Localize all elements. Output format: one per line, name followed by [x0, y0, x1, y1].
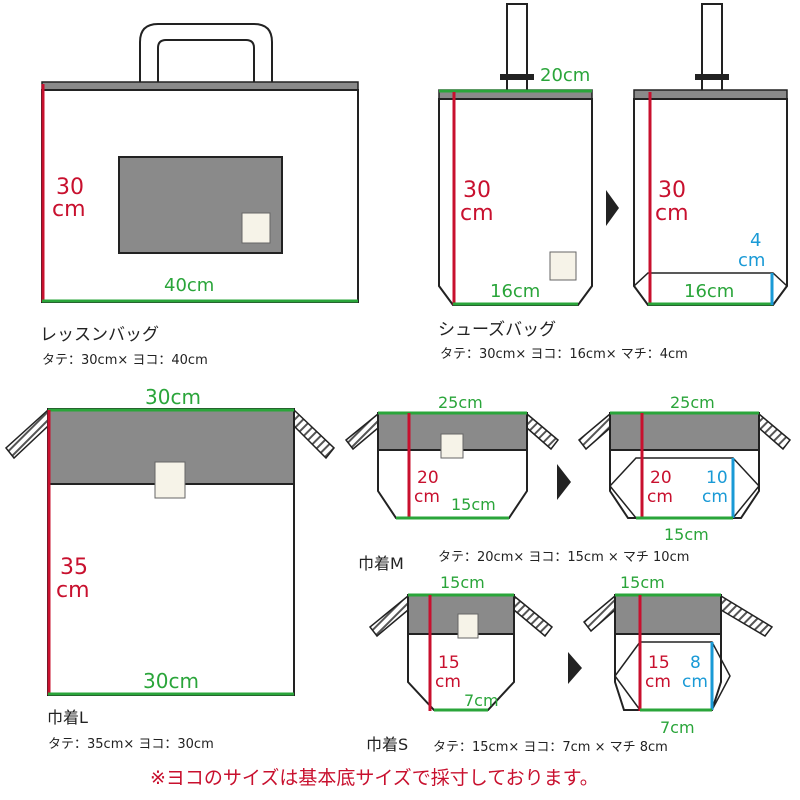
lesson-bag-spec: タテ：30cm× ヨコ：40cm — [42, 353, 208, 368]
kinchaku-s-height-unit: cm — [435, 672, 461, 692]
kinchaku-l-label-tag — [154, 461, 186, 499]
kinchaku-s-b-right-string — [720, 594, 774, 637]
arrow-right-icon — [606, 190, 619, 226]
kinchaku-m-height-unit: cm — [414, 487, 440, 507]
lesson-bag-height-number: 30 — [56, 175, 84, 200]
kinchaku-m-b-top-band — [609, 412, 760, 451]
shoes-bag-b-height-number: 30 — [658, 178, 686, 203]
shoes-bag-b-buckle — [695, 74, 729, 80]
kinchaku-m-diagram: 25cm 20 cm 15cm 25cm 20 cm 10 cm 15cm 巾着… — [344, 393, 792, 573]
kinchaku-s-b-left-string — [582, 594, 616, 633]
kinchaku-s-left-string — [368, 594, 409, 638]
kinchaku-l-diagram: 30cm 35 cm 30cm 巾着L タテ：35cm× ヨコ：30cm — [4, 385, 336, 752]
kinchaku-m-width-label: 15cm — [451, 495, 496, 514]
shoes-bag-name: シューズバッグ — [438, 320, 556, 340]
kinchaku-m-b-height-number: 20 — [650, 468, 672, 488]
kinchaku-s-gusset-unit: cm — [682, 672, 708, 692]
kinchaku-m-name: 巾着M — [358, 554, 404, 573]
shoes-bag-label-tag — [549, 251, 577, 281]
kinchaku-s-label-tag — [457, 613, 479, 639]
kinchaku-l-spec: タテ：35cm× ヨコ：30cm — [48, 737, 214, 752]
lesson-bag-diagram: 30 cm 40cm レッスンバッグ タテ：30cm× ヨコ：40cm — [40, 23, 359, 368]
shoes-bag-b-height-unit: cm — [655, 201, 689, 226]
kinchaku-m-b-body — [609, 449, 760, 519]
kinchaku-s-spec: タテ：15cm× ヨコ：7cm × マチ 8cm — [433, 740, 668, 755]
kinchaku-m-left-string — [344, 412, 379, 451]
kinchaku-m-gusset-number: 10 — [706, 468, 728, 488]
kinchaku-l-right-string — [293, 408, 336, 460]
shoes-bag-height-unit: cm — [460, 201, 494, 226]
kinchaku-m-b-height-unit: cm — [647, 487, 673, 507]
shoes-bag-gusset-number: 4 — [750, 230, 761, 251]
lesson-bag-handle — [139, 23, 273, 85]
kinchaku-m-b-top-width-label: 25cm — [670, 393, 715, 412]
lesson-bag-width-label: 40cm — [164, 275, 214, 296]
kinchaku-l-left-string — [4, 408, 49, 460]
footnote-text: ※ヨコのサイズは基本底サイズで採寸しております。 — [150, 767, 599, 789]
kinchaku-l-body — [47, 483, 295, 696]
kinchaku-m-top-width-label: 25cm — [438, 393, 483, 412]
kinchaku-s-name: 巾着S — [366, 735, 408, 754]
kinchaku-s-b-height-unit: cm — [645, 672, 671, 692]
kinchaku-l-bottom-width-label: 30cm — [143, 669, 199, 693]
kinchaku-s-b-top-width-label: 15cm — [620, 573, 665, 592]
kinchaku-m-b-width-label: 15cm — [664, 525, 709, 544]
arrow-right-icon — [568, 652, 582, 684]
lesson-bag-height-unit: cm — [52, 197, 86, 222]
kinchaku-m-b-right-string — [758, 412, 792, 451]
kinchaku-m-spec: タテ：20cm× ヨコ：15cm × マチ 10cm — [438, 550, 689, 565]
kinchaku-s-gusset-number: 8 — [690, 653, 701, 673]
kinchaku-l-top-width-label: 30cm — [145, 385, 201, 409]
arrow-right-icon — [557, 464, 571, 500]
kinchaku-s-b-width-label: 7cm — [660, 718, 695, 737]
kinchaku-s-b-top-band — [614, 594, 722, 635]
kinchaku-m-gusset-unit: cm — [702, 487, 728, 507]
lesson-bag-label-tag — [241, 212, 271, 244]
shoes-bag-height-number: 30 — [463, 178, 491, 203]
shoes-bag-diagram: 20cm 30 cm 16cm 30 cm 4 cm 16cm シューズバッグ … — [438, 3, 789, 362]
shoes-bag-gusset-unit: cm — [738, 250, 765, 271]
shoes-bag-top-width-label: 20cm — [540, 65, 590, 86]
kinchaku-s-right-string — [513, 594, 554, 638]
kinchaku-s-height-number: 15 — [438, 653, 460, 673]
kinchaku-m-b-left-string — [577, 412, 611, 451]
kinchaku-m-height-number: 20 — [417, 468, 439, 488]
kinchaku-s-width-label: 7cm — [464, 691, 499, 710]
lesson-bag-name: レッスンバッグ — [40, 325, 159, 345]
kinchaku-s-b-height-number: 15 — [648, 653, 670, 673]
kinchaku-l-name: 巾着L — [47, 708, 88, 727]
shoes-bag-b-top-band — [633, 89, 788, 100]
shoes-bag-b-width-label: 16cm — [684, 281, 734, 302]
kinchaku-s-top-width-label: 15cm — [440, 573, 485, 592]
kinchaku-m-right-string — [526, 412, 560, 451]
kinchaku-l-height-number: 35 — [60, 555, 88, 580]
kinchaku-l-height-unit: cm — [56, 578, 90, 603]
kinchaku-s-diagram: 15cm 15 cm 7cm 15cm 15 cm 8 cm 7cm 巾着S タ… — [366, 573, 774, 755]
shoes-bag-buckle — [500, 74, 534, 80]
kinchaku-m-label-tag — [440, 433, 464, 459]
shoes-bag-width-label: 16cm — [490, 281, 540, 302]
lesson-bag-top-band — [41, 81, 359, 91]
shoes-bag-spec: タテ：30cm× ヨコ：16cm× マチ：4cm — [440, 347, 688, 362]
